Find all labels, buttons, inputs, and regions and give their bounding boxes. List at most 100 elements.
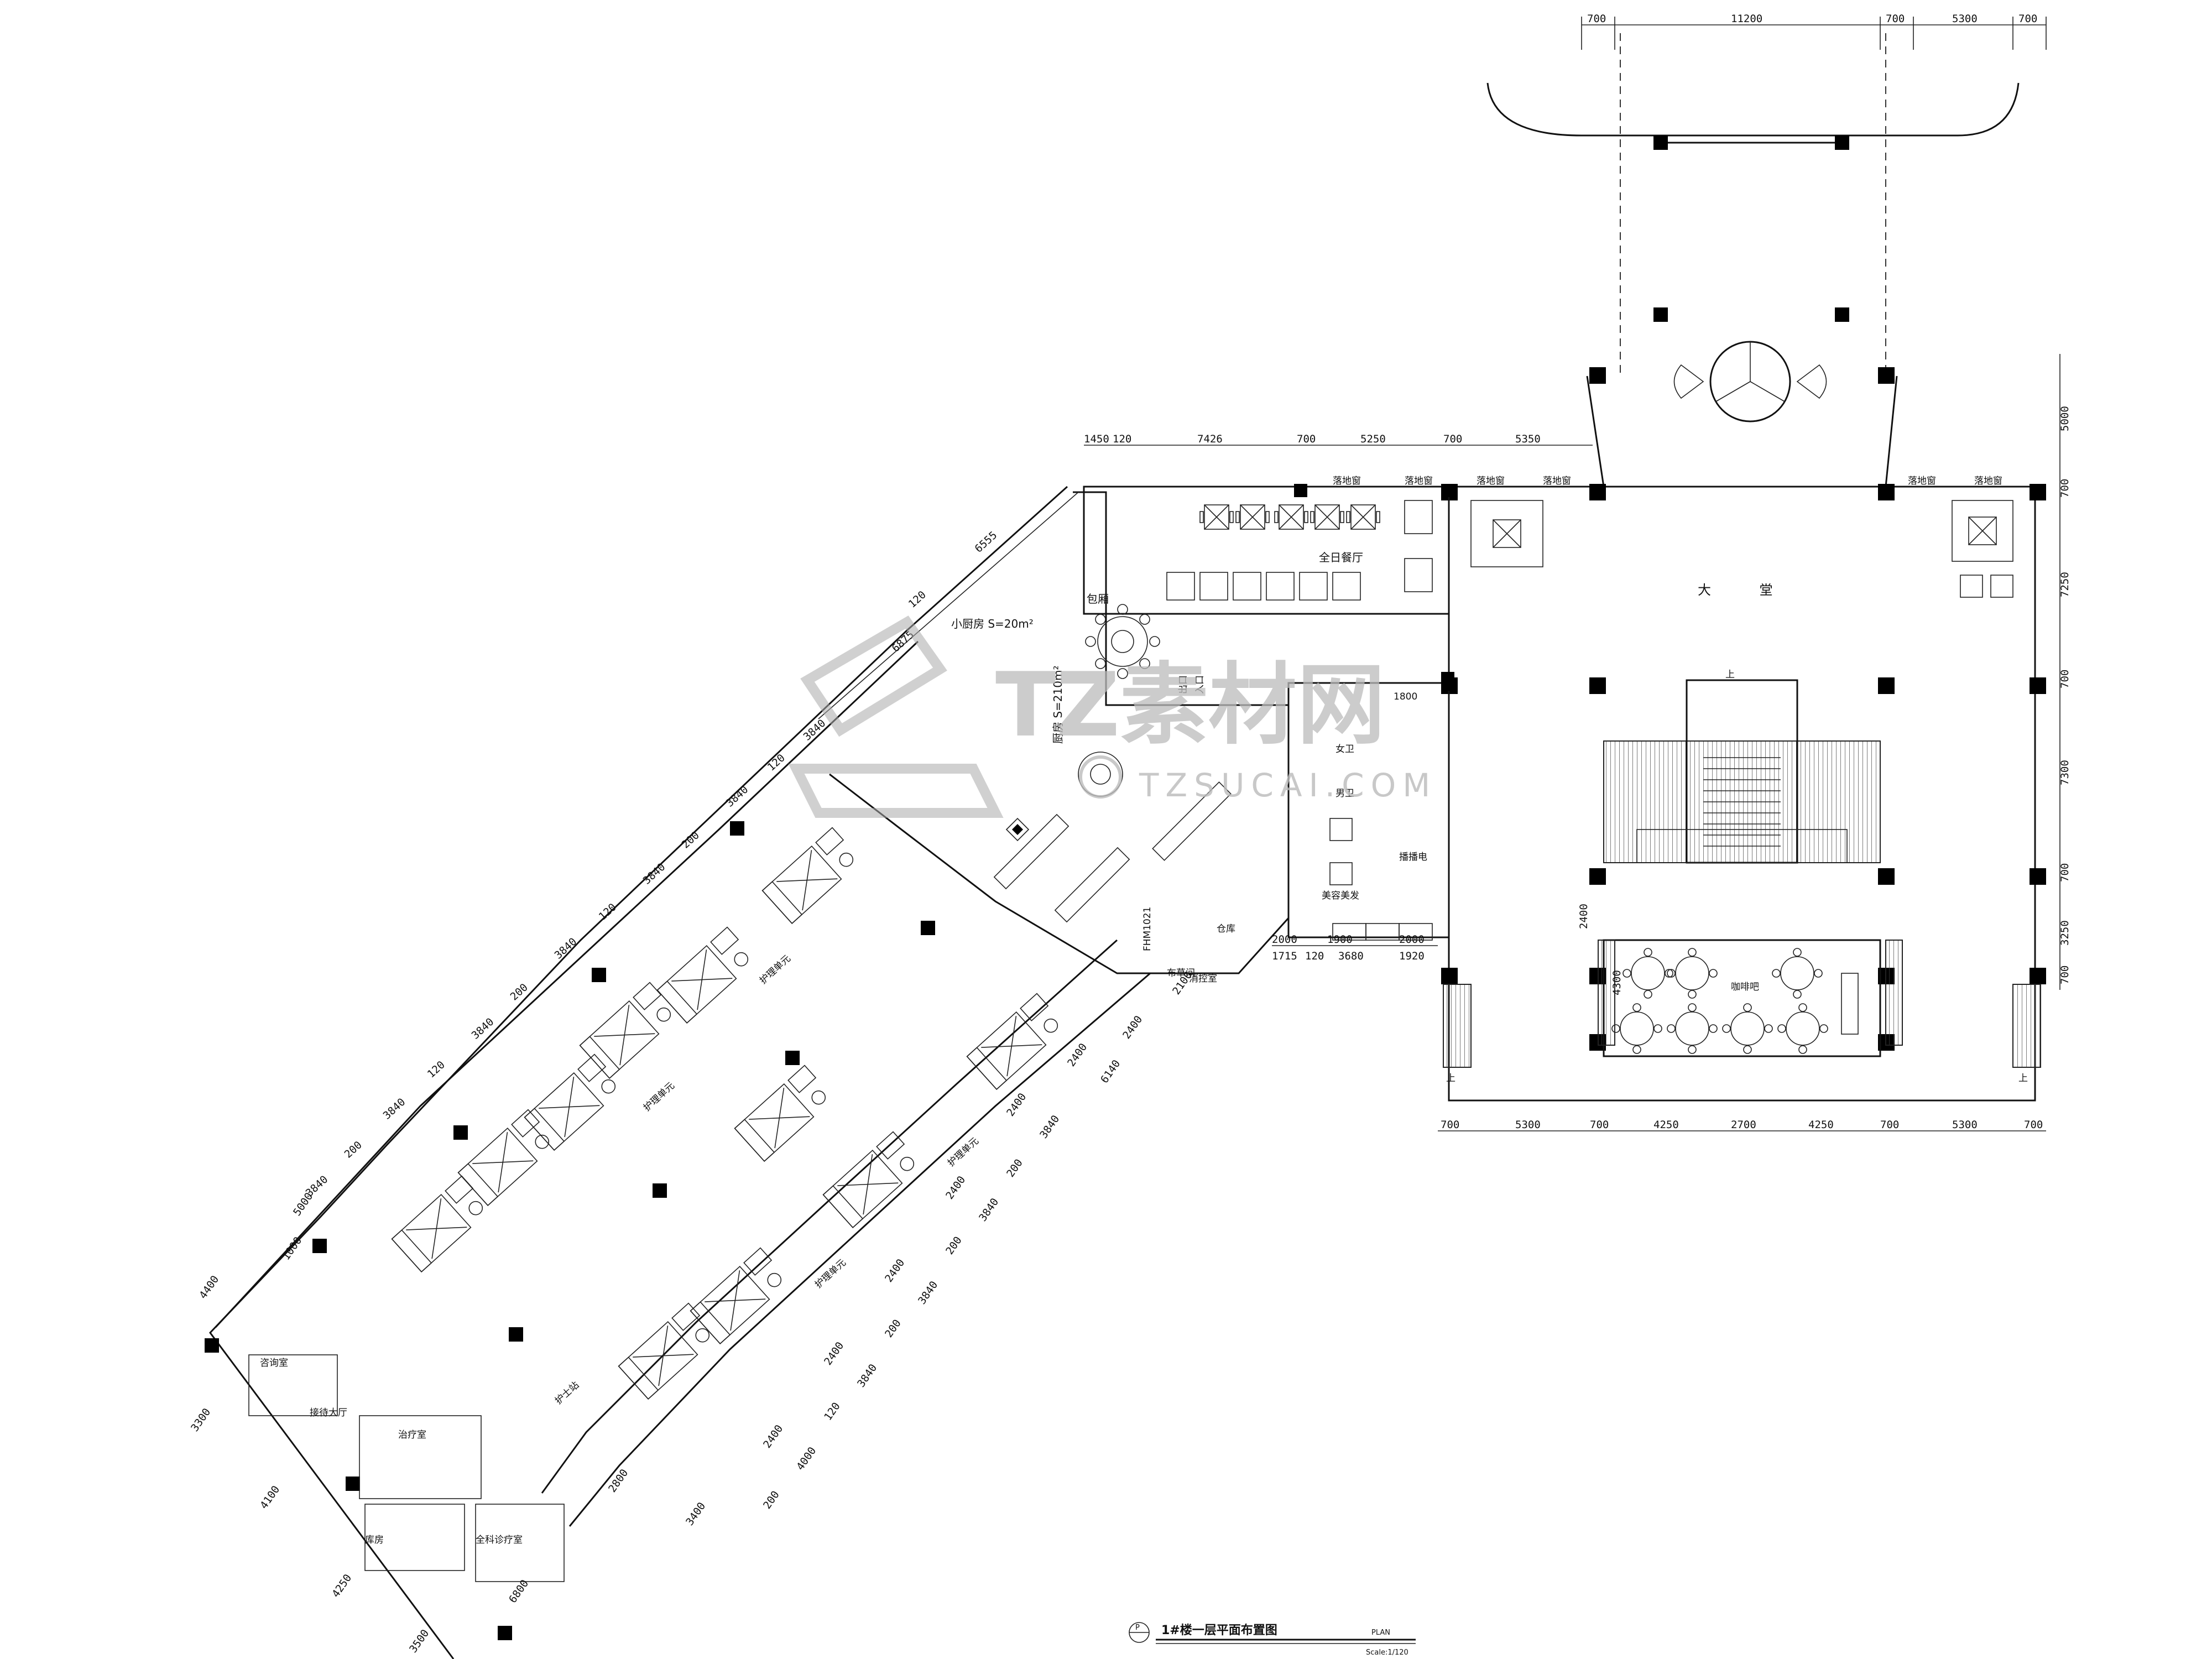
dim-bot-6: 4250: [1808, 1119, 1834, 1131]
label-up-stair: 上: [1725, 669, 1735, 680]
kitchen-zone: 小厨房 S=20m² 包厢 厨房 S=210m² 出口 入口: [829, 491, 1290, 974]
service-core: 女卫 男卫 播播电 美容美发 1800 仓库 布草间 FHM1021 2000 …: [1142, 677, 1454, 979]
title-block: P 1#楼一层平面布置图 PLAN Scale:1/120: [1129, 1622, 1416, 1657]
label-window-e: 落地窗: [1477, 476, 1505, 487]
dim-wl-9: 2800: [606, 1467, 630, 1495]
dim-bot-2: 5300: [1515, 1119, 1541, 1131]
dim-cafe-1: 4300: [1611, 970, 1623, 995]
booth-row: [1166, 500, 1433, 601]
dim-top-5: 700: [2018, 13, 2037, 25]
service-dims: 2000 1900 2000 1715 120 3680 1920: [1272, 933, 1438, 962]
room-guest-2: 护理单元: [641, 1080, 677, 1113]
drawing-title: 1#楼一层平面布置图: [1161, 1623, 1277, 1637]
dim-svc-7: 1920: [1399, 950, 1425, 962]
dim-wu-8: 200: [508, 981, 530, 1003]
room-warehouse: 仓库: [1217, 924, 1235, 935]
entrance-canopy: [1486, 33, 2020, 422]
dining-wing: 1450 120 7426 700 5250 700 5350 落地窗 落地窗 …: [1083, 433, 1593, 685]
dim-top-4: 5300: [1952, 13, 1978, 25]
kitchen-counters: [993, 781, 1232, 923]
dim-right-6: 700: [2059, 863, 2071, 882]
dim-svc-4: 1715: [1272, 950, 1297, 962]
west-upper-dims: 3840 120 3840 200 3840 120 3840 200 3840…: [304, 717, 828, 1199]
room-reception: 接待大厅: [310, 1407, 347, 1418]
dim-el-14: 120: [822, 1400, 843, 1423]
dim-mid-1: 1450: [1084, 433, 1109, 445]
dim-el-16: 4000: [794, 1445, 818, 1473]
label-exit: 出口: [1178, 675, 1189, 694]
room-male-wc: 男卫: [1335, 788, 1354, 799]
dim-wu-6: 120: [597, 901, 619, 922]
dim-bot-5: 2700: [1731, 1119, 1756, 1131]
dim-bot-8: 5300: [1952, 1119, 1978, 1131]
watermark: TZ素材网 TZSUCAI.COM: [788, 615, 1437, 818]
dim-corr-2: 120: [906, 588, 928, 610]
label-window-d: 落地窗: [1405, 476, 1433, 487]
room-small-kitchen: 小厨房 S=20m²: [951, 617, 1034, 630]
dim-el-17: 200: [761, 1489, 782, 1511]
dim-right-4: 700: [2059, 670, 2071, 688]
stair-treads: [1703, 757, 1781, 847]
west-lower-dims: 4400 3300 4100 4250 3500 6800 1000 5000 …: [189, 1191, 630, 1655]
dim-top-2: 11200: [1731, 13, 1762, 25]
dim-wu-2: 120: [765, 752, 787, 773]
watermark-logo-icon: [788, 615, 1004, 818]
room-linen: 布草间: [1167, 968, 1195, 979]
lounge-sofa-right: [1952, 500, 2013, 598]
dim-svc-2: 1900: [1327, 933, 1353, 946]
room-nurse-station: 护士站: [553, 1380, 581, 1407]
dim-mid-2: 120: [1113, 433, 1131, 445]
dim-mid-5: 5250: [1360, 433, 1386, 445]
dim-el-15: 2400: [761, 1423, 785, 1451]
label-window-f: 落地窗: [1543, 476, 1571, 487]
dim-bot-1: 700: [1441, 1119, 1459, 1131]
room-female-wc: 女卫: [1335, 744, 1354, 755]
dim-wl-3: 4100: [258, 1484, 282, 1511]
dim-bot-3: 700: [1590, 1119, 1609, 1131]
dim-bot-7: 700: [1880, 1119, 1899, 1131]
dim-wu-12: 200: [342, 1139, 364, 1160]
dim-el-2: 6140: [1098, 1058, 1123, 1086]
dim-el-20: 2400: [1120, 1014, 1145, 1041]
dim-top-3: 700: [1886, 13, 1905, 25]
dim-el-1: 2400: [1065, 1041, 1089, 1069]
dim-el-8: 200: [943, 1234, 964, 1257]
dim-wl-4: 4250: [330, 1572, 354, 1600]
dim-el-7: 3840: [977, 1196, 1001, 1224]
dim-svc-1: 2000: [1272, 933, 1297, 946]
dim-right-8: 700: [2059, 966, 2071, 984]
dim-mid-4: 700: [1297, 433, 1316, 445]
dim-svc-5: 120: [1305, 950, 1324, 962]
dim-mid-3: 7426: [1197, 433, 1223, 445]
room-coffee-bar: 咖啡吧: [1731, 982, 1759, 993]
dim-right-1: 5000: [2059, 406, 2071, 431]
watermark-url: TZSUCAI.COM: [1139, 766, 1437, 804]
room-broadcast: 播播电: [1399, 852, 1427, 863]
dim-bot-4: 4250: [1653, 1119, 1679, 1131]
dim-wl-2: 3300: [189, 1406, 213, 1434]
dim-right-7: 3250: [2059, 920, 2071, 946]
dim-right-5: 7300: [2059, 760, 2071, 785]
watermark-brand: TZ素材网: [995, 653, 1385, 757]
dim-el-10: 3840: [916, 1279, 940, 1307]
dimension-bottom: 700 5300 700 4250 2700 4250 700 5300 700: [1438, 1119, 2046, 1131]
drawing-scale: Scale:1/120: [1366, 1648, 1408, 1657]
dim-right-3: 7250: [2059, 572, 2071, 597]
dim-svc-6: 3680: [1338, 950, 1364, 962]
room-guest-1: 护理单元: [758, 953, 793, 986]
dim-top-1: 700: [1587, 13, 1606, 25]
dim-mid-7: 5350: [1515, 433, 1541, 445]
room-guest-4: 护理单元: [813, 1257, 848, 1290]
dim-el-9: 2400: [883, 1257, 907, 1285]
dim-el-18: 3400: [684, 1500, 708, 1528]
dimension-top: 700 11200 700 5300 700: [1581, 13, 2047, 50]
dim-svc-3: 2000: [1399, 933, 1425, 946]
lounge-sofa-left: [1470, 500, 1543, 567]
dim-wu-9: 3840: [469, 1016, 497, 1042]
dim-wu-3: 3840: [724, 784, 751, 810]
room-consult: 咨询室: [260, 1358, 288, 1369]
room-clinic: 全科诊疗室: [476, 1535, 523, 1546]
label-entry: 入口: [1194, 675, 1206, 694]
dim-wu-5: 3840: [641, 861, 668, 887]
